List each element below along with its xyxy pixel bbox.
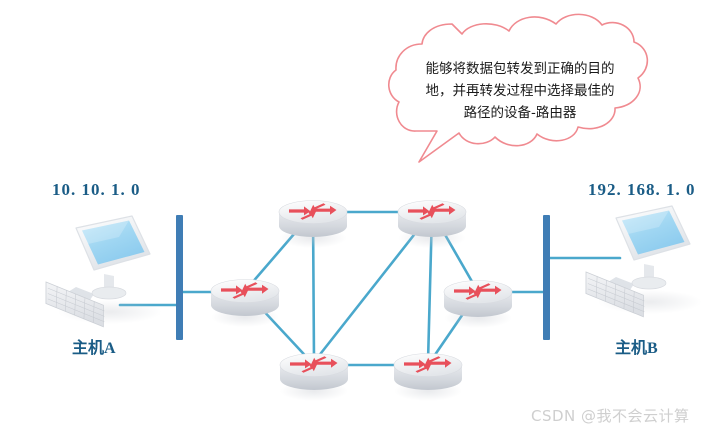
host-a-label: 主机A [72, 340, 116, 357]
host-a-computer-icon [37, 215, 163, 328]
router-top-left-icon[interactable] [278, 200, 348, 249]
host-b-computer-icon [577, 205, 703, 318]
backbone-right [543, 215, 550, 340]
router-bottom-right-icon[interactable] [393, 353, 463, 402]
router-left-icon[interactable] [210, 279, 280, 328]
router-top-right-icon[interactable] [397, 200, 467, 249]
left-network-ip-label: 10. 10. 1. 0 [52, 180, 141, 199]
router-bottom-left-icon[interactable] [279, 353, 349, 402]
speech-bubble [388, 13, 649, 163]
router-right-icon[interactable] [443, 280, 513, 329]
speech-bubble-text: 能够将数据包转发到正确的目的 地，并再转发过程中选择最佳的 路径的设备-路由器 [425, 61, 615, 121]
right-network-ip-label: 192. 168. 1. 0 [588, 180, 696, 199]
backbone-left [176, 215, 183, 340]
watermark: CSDN @我不会云计算 [531, 407, 690, 425]
host-b-label: 主机B [615, 340, 658, 357]
